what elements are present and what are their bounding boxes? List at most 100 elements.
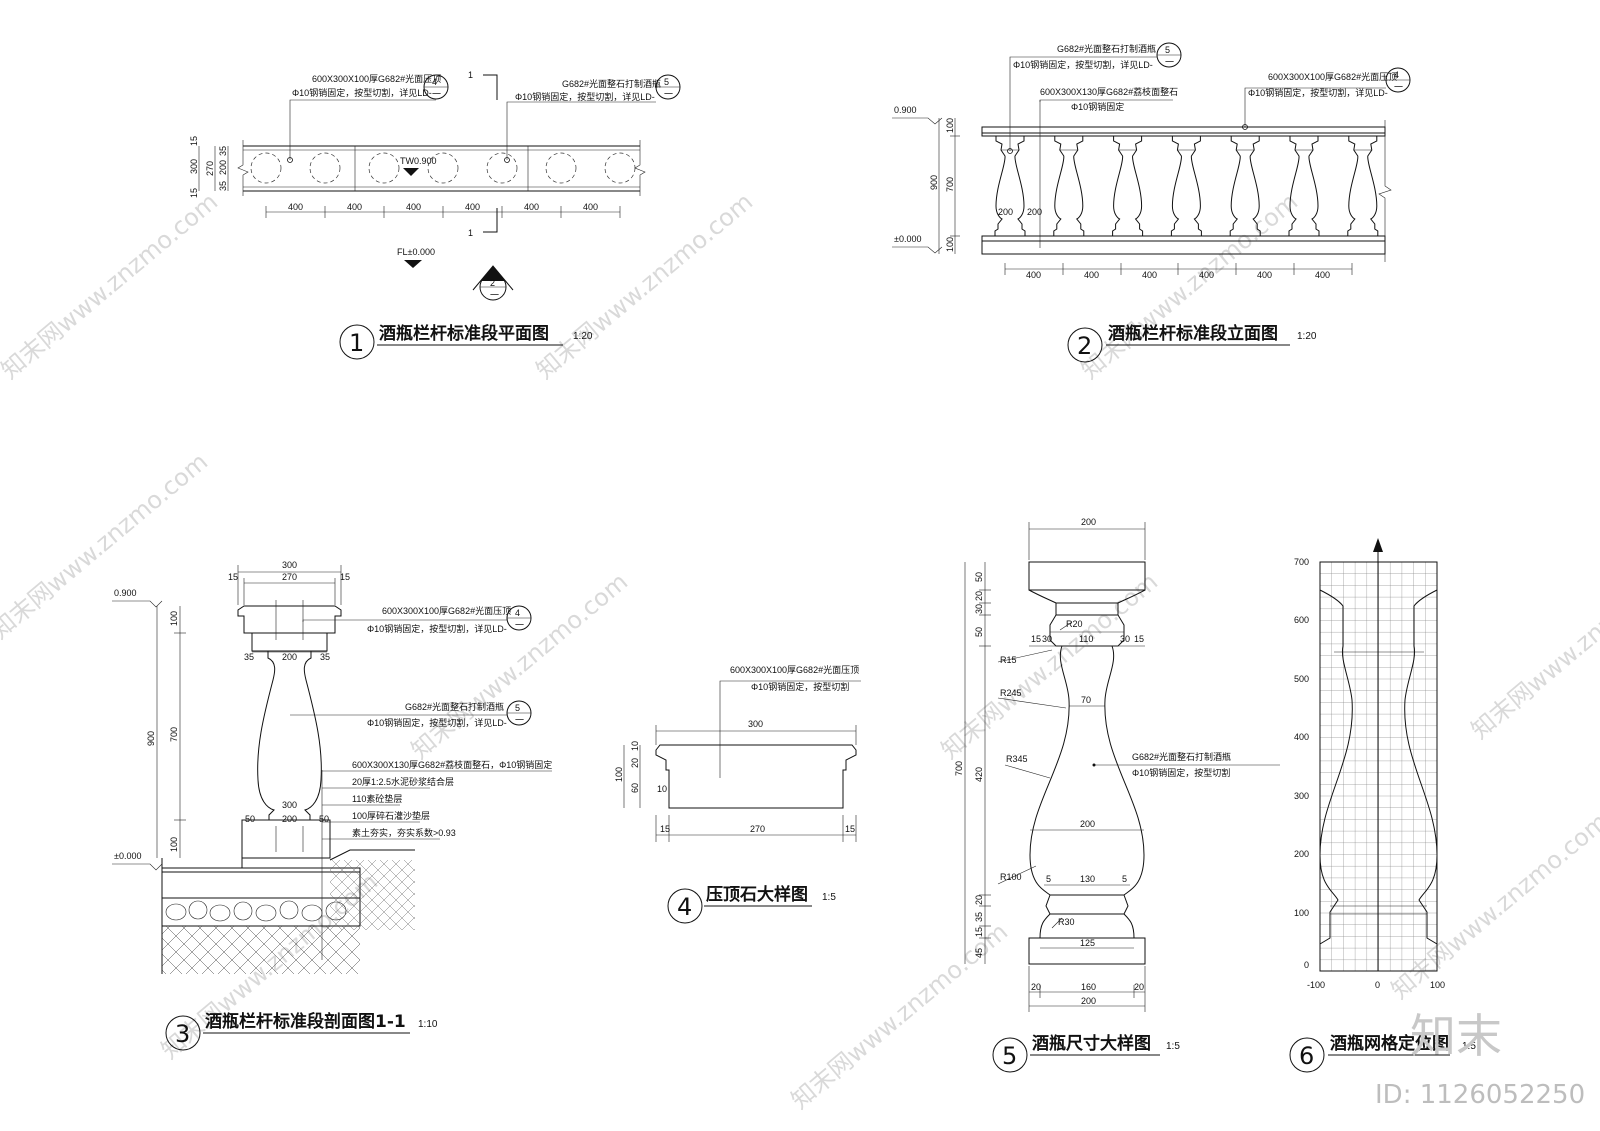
plan-number-circle [339, 324, 375, 360]
coping-number-circle [667, 888, 703, 924]
plan-dim-35: 35 [218, 146, 228, 156]
coping-dim-10: 10 [630, 741, 640, 751]
vase-dim-125: 125 [1080, 938, 1095, 948]
watermark-text: 知末网www.znzmo.com [0, 188, 223, 385]
vase-dim-20: 20 [1134, 982, 1144, 992]
elev-dim: 400 [1084, 270, 1099, 280]
elev-dim-900: 900 [929, 175, 939, 190]
section-level-bottom: ±0.000 [114, 851, 141, 861]
coping-number: 4 [677, 893, 692, 921]
vase-dim-30: 30 [1042, 634, 1052, 644]
vase-number: 5 [1002, 1042, 1017, 1070]
vase-dim-left: 15 [974, 927, 984, 937]
grid-x-tick: -100 [1307, 980, 1325, 990]
section-note-coping-1: 600X300X100厚G682#光面压顶 [382, 605, 511, 616]
baluster-elevation [1347, 135, 1379, 237]
section-dim-700: 700 [169, 727, 179, 742]
elev-tag-4: 4 [1394, 70, 1399, 80]
coping-note-1: 600X300X100厚G682#光面压顶 [730, 664, 859, 675]
section-layer-4: 100厚碎石灌沙垫层 [352, 810, 430, 821]
drawing-2-elevation: G682#光面整石打制酒瓶 Φ10钢销固定，按型切割，详见LD- 5 一 600… [892, 42, 1411, 363]
watermark-text: 知末网www.znzmo.com [531, 188, 758, 385]
plan-dim-300: 300 [189, 159, 199, 174]
vase-dim-110: 110 [1079, 634, 1093, 644]
plan-note-baluster-1: G682#光面整石打制酒瓶 [562, 78, 661, 89]
plan-number: 1 [349, 329, 364, 357]
grid-y-tick: 700 [1294, 557, 1309, 567]
vase-number-circle [992, 1037, 1028, 1073]
baluster-elevation-row [994, 135, 1379, 237]
drawing-6-grid: 700 600 500 400 300 200 100 0 -100 0 100… [1289, 538, 1476, 1073]
coping-dim-15: 15 [845, 824, 855, 834]
baluster-plan-circles [250, 152, 636, 184]
vase-note-1: G682#光面整石打制酒瓶 [1132, 751, 1231, 762]
plan-tag-5: 5 [664, 77, 669, 87]
plan-index-sheet: 一 [490, 290, 499, 300]
section-dim-300-base: 300 [282, 800, 297, 810]
vase-dim-left: 20 [974, 895, 984, 905]
coping-dim-10b: 10 [657, 784, 667, 794]
vase-dim-15: 15 [1134, 634, 1144, 644]
grid-y-tick: 300 [1294, 791, 1309, 801]
coping-title: 压顶石大样图 [706, 884, 808, 905]
plan-note-baluster-2: Φ10钢销固定，按型切割，详见LD- [515, 91, 655, 102]
elev-title: 酒瓶栏杆标准段立面图 [1108, 323, 1278, 344]
plan-title: 酒瓶栏杆标准段平面图 [379, 323, 549, 344]
elev-level-top: 0.900 [894, 105, 917, 115]
section-level-top: 0.900 [114, 588, 137, 598]
plan-dim-270: 270 [205, 161, 215, 176]
section-mark-bottom: 1 [468, 228, 473, 238]
section-dim-100: 100 [169, 837, 179, 852]
grid-y-tick: 400 [1294, 732, 1309, 742]
section-dim-50: 50 [319, 814, 329, 824]
vase-dim-left: 45 [974, 948, 984, 958]
elev-tag-5-sheet: 一 [1165, 57, 1174, 67]
vase-dim-700: 700 [954, 761, 964, 776]
elev-dim: 400 [1315, 270, 1330, 280]
drawing-3-section: 300 15 270 15 35 200 35 300 50 200 50 90… [112, 560, 552, 1051]
elev-note-baluster-1: G682#光面整石打制酒瓶 [1057, 43, 1156, 54]
grid-title: 酒瓶网格定位图 [1330, 1033, 1449, 1054]
vase-title: 酒瓶尺寸大样图 [1032, 1033, 1151, 1054]
vase-dim-30: 30 [1120, 634, 1130, 644]
drawing-1-plan: 600X300X100厚G682#光面压顶 Φ10钢销固定，按型切割，详见LD-… [189, 70, 681, 360]
vase-dim-left: 30 [974, 604, 984, 614]
section-note-baluster-1: G682#光面整石打制酒瓶 [405, 701, 504, 712]
plan-dim: 400 [524, 202, 539, 212]
section-dim-200-base: 200 [282, 814, 297, 824]
plan-tag-5-sheet: 一 [664, 89, 673, 99]
section-tag-5: 5 [515, 703, 520, 713]
elev-number: 2 [1077, 332, 1092, 360]
section-dim-15: 15 [340, 572, 350, 582]
vase-dim-20: 20 [1031, 982, 1041, 992]
coping-dim-300: 300 [748, 719, 763, 729]
elev-note-coping-2: Φ10钢销固定，按型切割，详见LD- [1248, 87, 1388, 98]
vase-radius: R20 [1066, 619, 1083, 629]
grid-y-tick: 100 [1294, 908, 1309, 918]
section-dim-900: 900 [146, 731, 156, 746]
grid-y-tick: 200 [1294, 849, 1309, 859]
baluster-elevation [1112, 135, 1144, 237]
baluster-elevation [994, 135, 1026, 237]
elev-dim-100: 100 [945, 118, 955, 133]
watermark-text: 知末网www.znzmo.com [406, 568, 633, 765]
section-note-coping-2: Φ10钢销固定，按型切割，详见LD- [367, 623, 507, 634]
elev-tag-5: 5 [1165, 45, 1170, 55]
baluster-elevation [1170, 135, 1202, 237]
coping-dim-270: 270 [750, 824, 765, 834]
watermark-text: 知末网www.znzmo.com [1466, 548, 1600, 745]
vase-dim-130: 130 [1080, 874, 1095, 884]
vase-radius: R15 [1000, 655, 1017, 665]
plan-dim-15: 15 [189, 136, 199, 146]
section-note-baluster-2: Φ10钢销固定，按型切割，详见LD- [367, 717, 507, 728]
brand-logo: 知末 [1410, 1009, 1502, 1063]
elev-dim-700: 700 [945, 177, 955, 192]
coping-scale: 1:5 [822, 892, 836, 903]
section-dim-300: 300 [282, 560, 297, 570]
plan-dim: 400 [288, 202, 303, 212]
vase-dim-15: 15 [1031, 634, 1041, 644]
plan-dim: 400 [347, 202, 362, 212]
elev-note-coping-1: 600X300X100厚G682#光面压顶 [1268, 71, 1397, 82]
elev-dim: 400 [1199, 270, 1214, 280]
section-layer-2: 20厚1:2.5水泥砂浆结合层 [352, 776, 454, 787]
